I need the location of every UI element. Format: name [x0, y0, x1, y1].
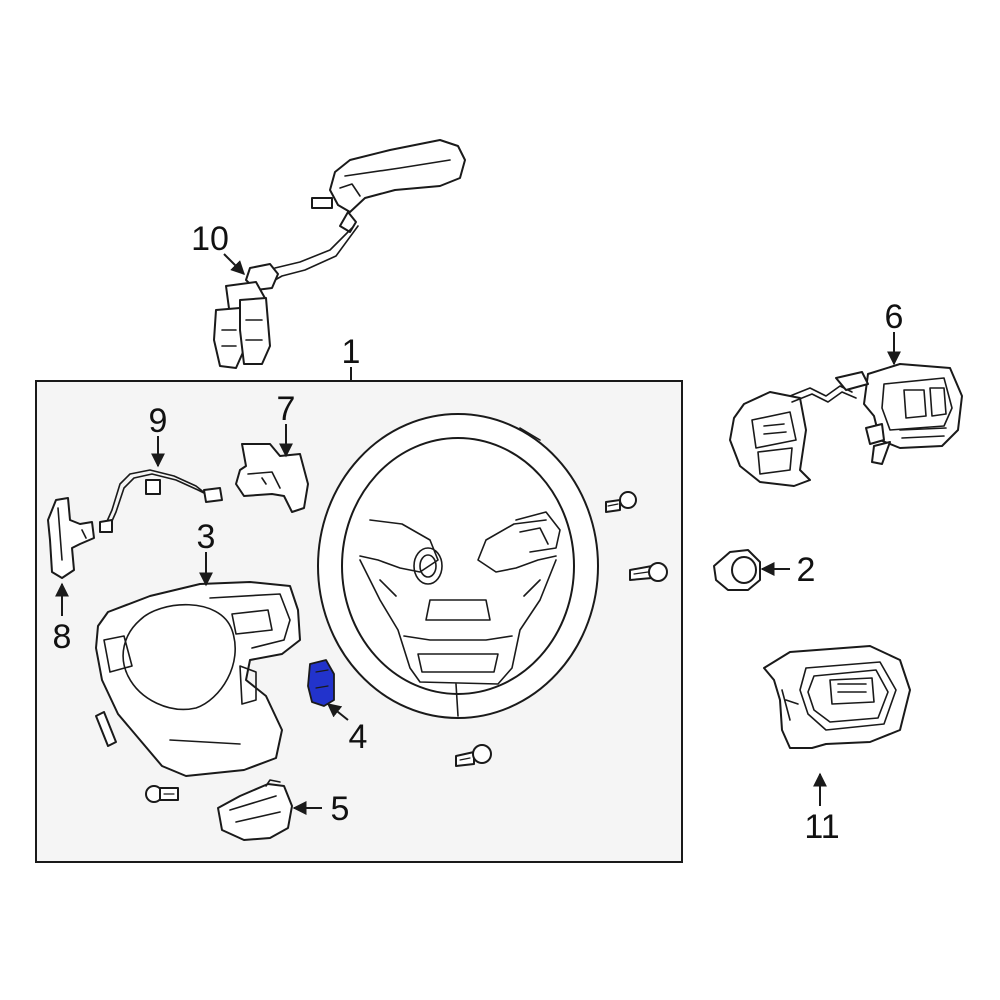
part-6-switch-assembly[interactable]	[729, 363, 963, 487]
callout-2: 2	[797, 551, 816, 589]
screw-bottom-left[interactable]	[145, 785, 179, 803]
part-8-paddle[interactable]	[47, 497, 95, 579]
callout-7: 7	[277, 390, 296, 428]
part-2-cap[interactable]	[713, 549, 761, 591]
callout-5: 5	[331, 790, 350, 828]
screw-top-right[interactable]	[605, 491, 637, 513]
part-4-highlighted-switch[interactable]	[307, 659, 335, 707]
callout-3: 3	[197, 518, 216, 556]
callout-6: 6	[885, 298, 904, 336]
callout-4: 4	[349, 718, 368, 756]
callout-numbers: 1 2 3 4 5 6 7 8 9 10 11	[53, 220, 904, 846]
callout-11: 11	[804, 808, 839, 846]
callout-1: 1	[342, 333, 361, 371]
part-5-lower-trim[interactable]	[217, 779, 293, 841]
small-clip[interactable]	[95, 711, 117, 747]
callout-8: 8	[53, 618, 72, 656]
part-10-harness[interactable]	[213, 139, 466, 369]
screw-right[interactable]	[629, 562, 668, 582]
callout-leaders	[55, 253, 901, 815]
part-11-airbag-module[interactable]	[763, 645, 911, 749]
part-3-lower-cover[interactable]	[95, 581, 301, 777]
steering-wheel[interactable]	[317, 413, 599, 719]
screw-bottom-center[interactable]	[455, 744, 492, 767]
callout-10: 10	[191, 220, 229, 258]
callout-9: 9	[149, 402, 168, 440]
part-9-wire-harness[interactable]	[99, 469, 223, 533]
